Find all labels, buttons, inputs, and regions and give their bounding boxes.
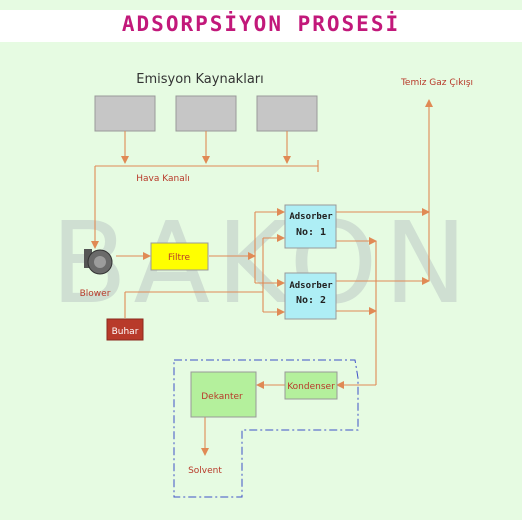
blower-fan-icon [84,249,113,275]
adsorber-2-title: Adsorber [289,281,333,291]
air-duct-label: Hava Kanalı [136,174,189,184]
adsorber-2-box [284,272,337,320]
blower-label: Blower [80,289,111,299]
filter-label: Filtre [168,253,191,263]
condenser-box [284,371,338,400]
clean-gas-exit-label: Temiz Gaz Çıkışı [400,78,473,88]
decanter-box [190,371,257,418]
decanter-label: Dekanter [201,392,243,402]
adsorber-2-number: No: 2 [296,295,326,306]
emission-source-2 [175,95,237,132]
emission-sources-label: Emisyon Kaynakları [136,72,264,87]
emission-source-1 [94,95,156,132]
steam-label: Buhar [112,327,139,337]
watermark: BAKON [51,199,474,329]
filter-box [150,242,209,271]
adsorber-1-box [284,204,337,249]
adsorber-1-title: Adsorber [289,212,333,222]
recovery-boundary-dashed [173,359,359,498]
emission-source-3 [256,95,318,132]
condenser-label: Kondenser [287,382,335,392]
adsorber-1-number: No: 1 [296,227,326,238]
page-title: ADSORPSİYON PROSESİ [121,12,401,36]
title-bar [0,10,522,42]
steam-box [106,318,144,341]
solvent-label: Solvent [188,466,222,476]
